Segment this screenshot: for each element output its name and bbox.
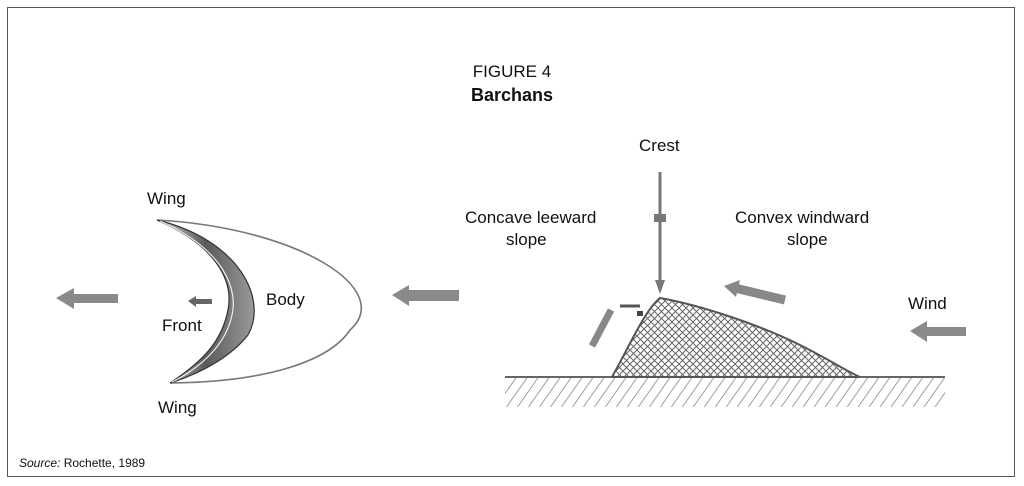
source-note: Source: Rochette, 1989 xyxy=(19,456,145,470)
front-arrow xyxy=(188,296,212,307)
wind-arrow-left xyxy=(56,288,118,309)
source-text: Rochette, 1989 xyxy=(63,456,146,470)
label-wind: Wind xyxy=(908,294,947,313)
label-convex-1: Convex windward xyxy=(735,208,869,227)
label-wing-bottom: Wing xyxy=(158,398,197,417)
label-front: Front xyxy=(162,316,202,335)
figure-title: Barchans xyxy=(470,85,554,105)
wind-arrow-right xyxy=(910,321,966,342)
label-crest: Crest xyxy=(639,136,680,155)
label-body: Body xyxy=(266,290,305,309)
windward-arrow xyxy=(724,280,787,305)
figure-number: FIGURE 4 xyxy=(472,62,552,81)
label-wing-top: Wing xyxy=(147,189,186,208)
source-label: Source: xyxy=(19,456,61,470)
dune-profile xyxy=(610,296,861,378)
profile-view: Crest Concave leeward slope Convex windw… xyxy=(465,136,966,407)
plan-view: Wing Wing Front Body xyxy=(56,189,459,417)
barchan-outline xyxy=(156,219,363,384)
label-concave-1: Concave leeward xyxy=(465,208,596,227)
leeward-arrow xyxy=(588,304,643,348)
ground xyxy=(505,377,945,407)
wind-arrow-center xyxy=(392,285,459,306)
crest-arrow xyxy=(654,172,666,294)
barchan-body xyxy=(156,219,255,384)
label-concave-2: slope xyxy=(506,230,547,249)
label-convex-2: slope xyxy=(787,230,828,249)
